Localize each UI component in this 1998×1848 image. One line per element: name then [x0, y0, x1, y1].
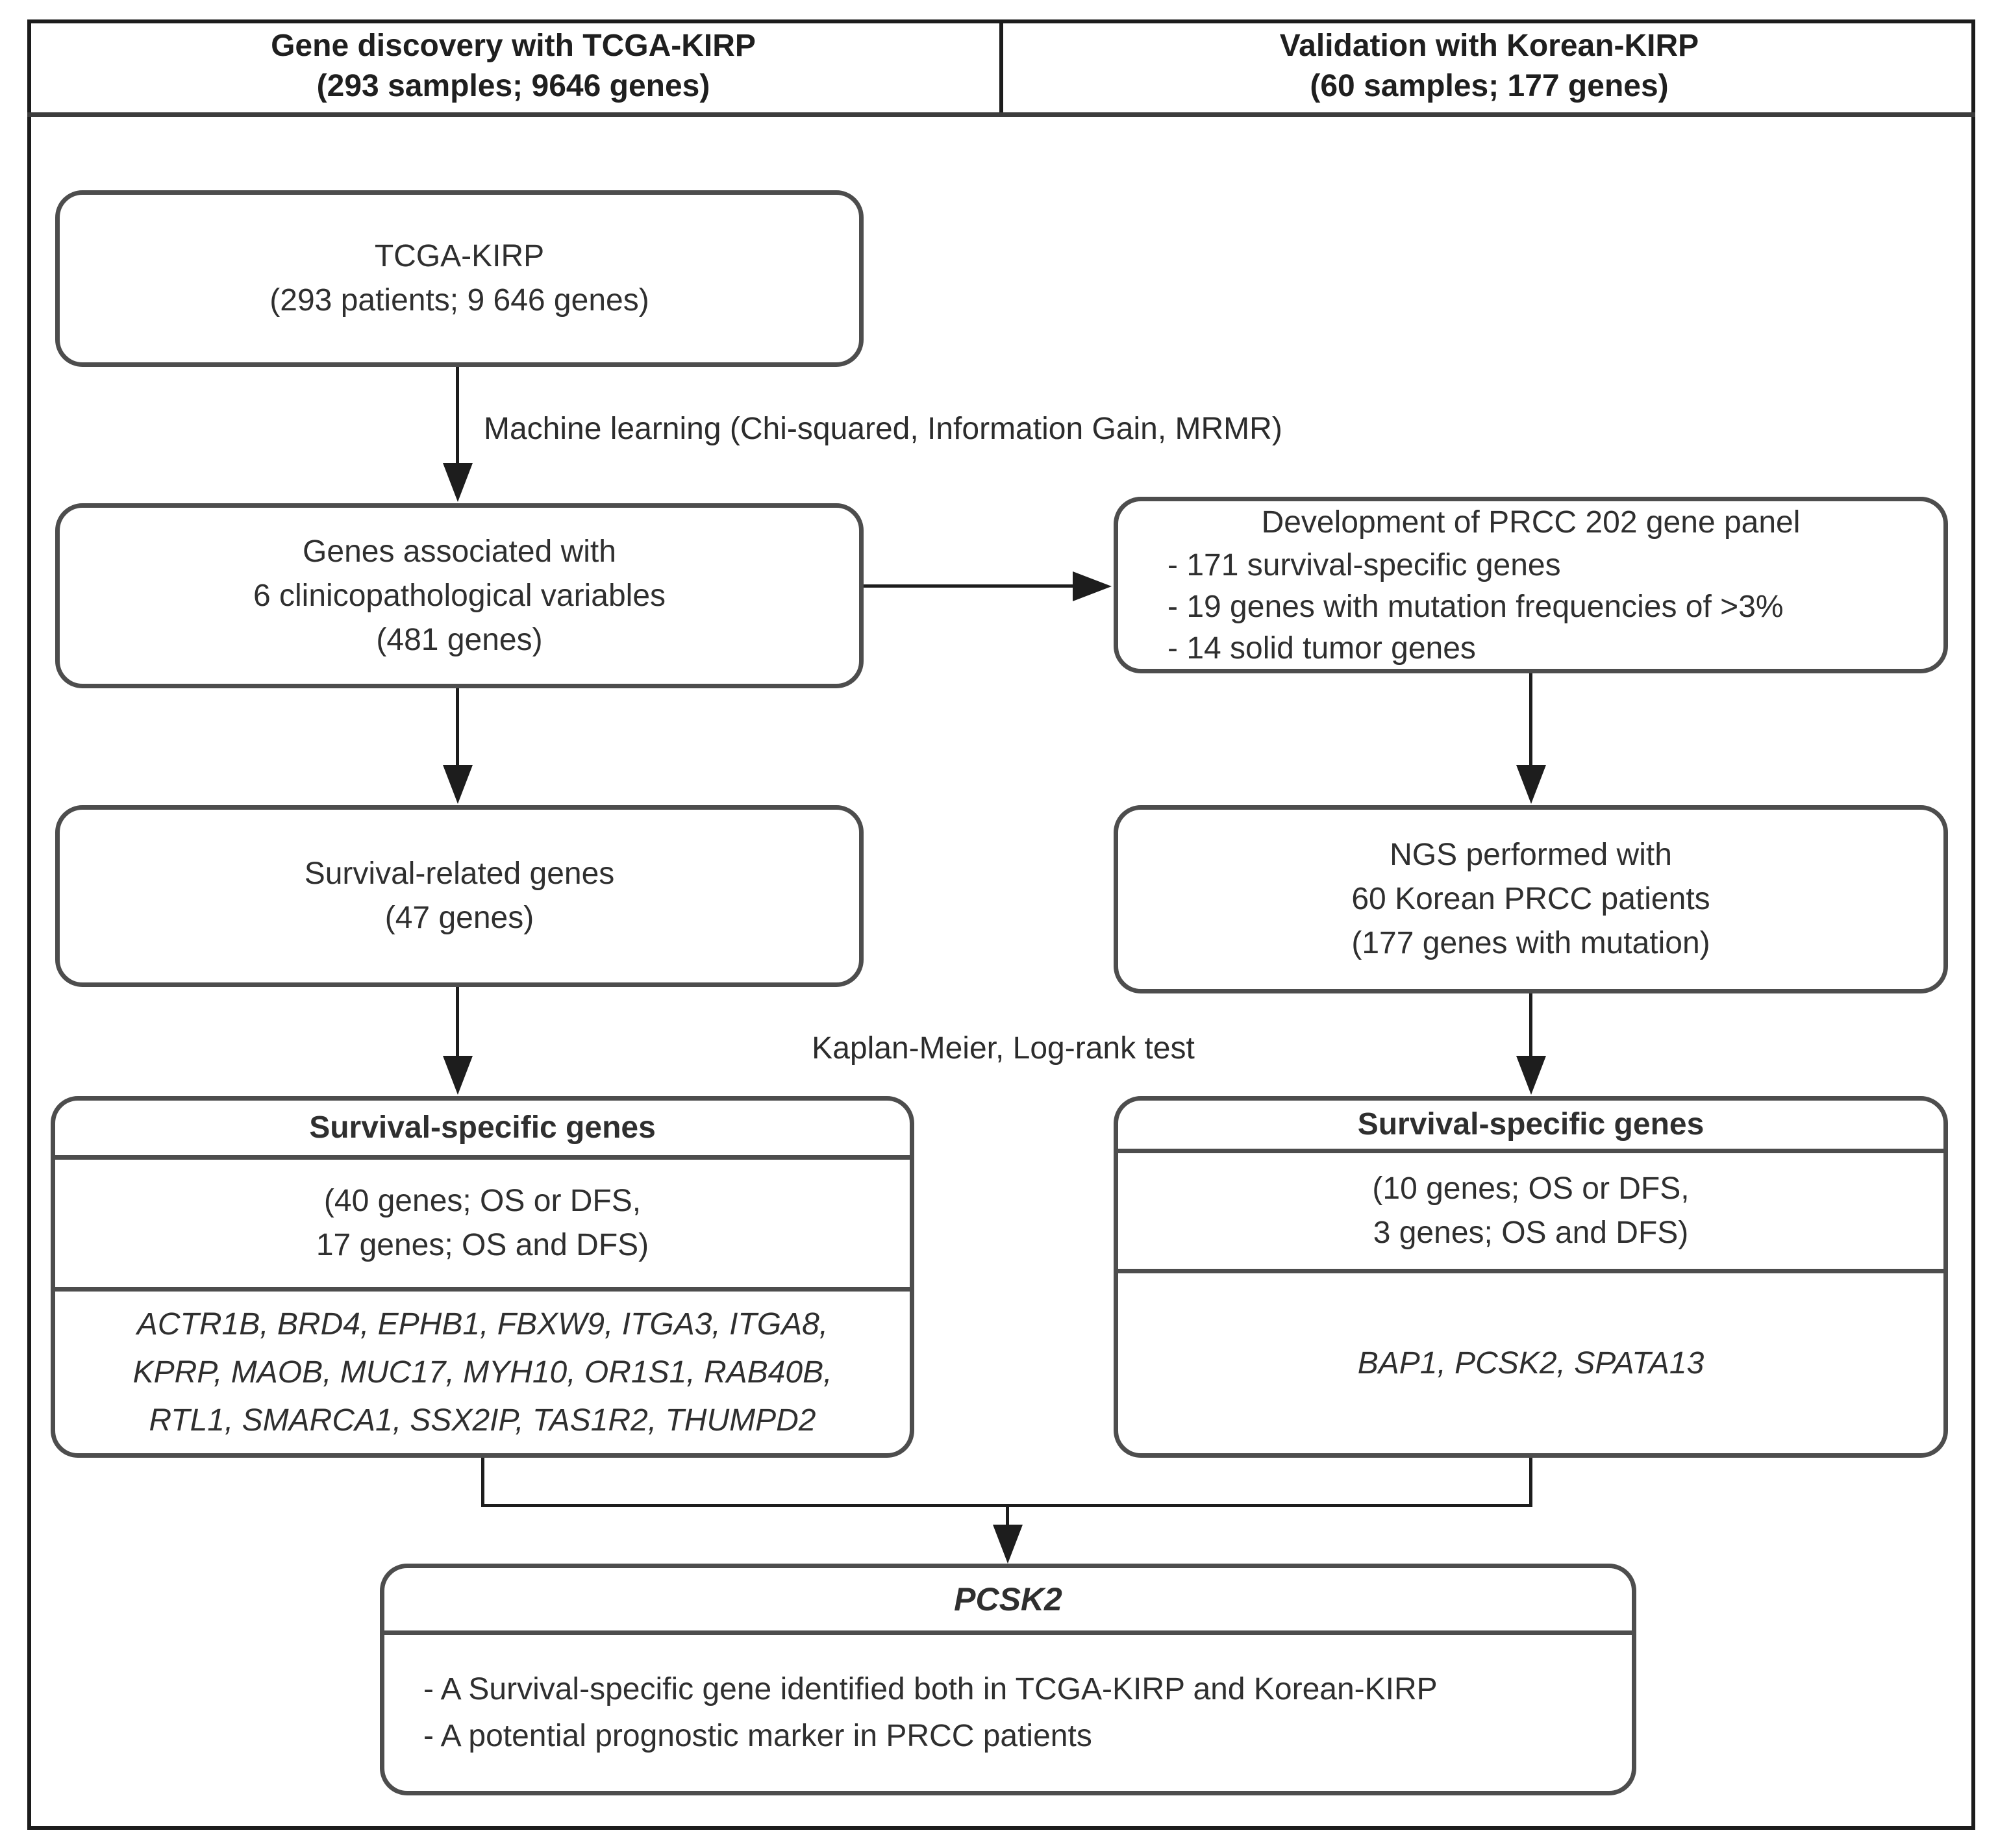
section-divider [55, 1155, 910, 1160]
section-divider [384, 1630, 1632, 1635]
pcsk2-bullet: - A Survival-specific gene identified bo… [423, 1672, 1438, 1706]
section-divider [1118, 1149, 1943, 1153]
arrow-tcga-to-assoc-head [443, 463, 473, 502]
arrow-ngs-to-survspec-head [1516, 1056, 1546, 1095]
tcga-survival-stat: (40 genes; OS or DFS, [323, 1184, 642, 1218]
arrow-merge-to-pcsk2-head [993, 1525, 1023, 1564]
header-cell-validation: Validation with Korean-KIRP (60 samples;… [1003, 19, 1975, 112]
tcga-survival-specific-box: Survival-specific genes (40 genes; OS or… [51, 1096, 914, 1458]
section-divider [1118, 1269, 1943, 1273]
arrow-survrel-to-survspec-line [456, 987, 459, 1057]
pcsk2-title: PCSK2 [954, 1581, 1062, 1617]
arrow-survrel-to-survspec-head [443, 1056, 473, 1095]
genes-associated-box: Genes associated with 6 clinicopathologi… [55, 503, 864, 688]
tcga-kirp-line: TCGA-KIRP [374, 239, 545, 273]
tcga-kirp-line: (293 patients; 9 646 genes) [269, 283, 649, 318]
machine-learning-edge-label: Machine learning (Chi-squared, Informati… [484, 412, 1282, 446]
arrow-assoc-to-panel-head [1073, 571, 1112, 601]
ngs-line: (177 genes with mutation) [1351, 926, 1710, 960]
arrow-assoc-to-survrel-head [443, 765, 473, 804]
ngs-line: 60 Korean PRCC patients [1351, 882, 1710, 916]
pcsk2-bullet: - A potential prognostic marker in PRCC … [423, 1719, 1092, 1753]
tcga-survival-stat: 17 genes; OS and DFS) [316, 1228, 649, 1262]
survival-related-line: (47 genes) [384, 901, 534, 935]
tcga-survival-genes-section: ACTR1B, BRD4, EPHB1, FBXW9, ITGA3, ITGA8… [55, 1292, 910, 1453]
korean-survival-genes-section: BAP1, PCSK2, SPATA13 [1118, 1273, 1943, 1453]
tcga-kirp-box: TCGA-KIRP (293 patients; 9 646 genes) [55, 190, 864, 367]
prcc-panel-bullet: - 171 survival-specific genes [1168, 548, 1561, 582]
tcga-gene-list-line: RTL1, SMARCA1, SSX2IP, TAS1R2, THUMPD2 [149, 1403, 816, 1438]
merge-connector-left [481, 1458, 484, 1507]
arrow-ngs-to-survspec-line [1529, 993, 1532, 1057]
header-validation-title: Validation with Korean-KIRP [1279, 28, 1699, 63]
prcc-panel-title: Development of PRCC 202 gene panel [1261, 505, 1801, 540]
header-cell-discovery: Gene discovery with TCGA-KIRP (293 sampl… [27, 19, 1003, 112]
genes-associated-line: (481 genes) [376, 622, 543, 657]
korean-gene-list-line: BAP1, PCSK2, SPATA13 [1357, 1345, 1705, 1380]
arrow-assoc-to-panel-line [864, 584, 1075, 588]
arrow-assoc-to-survrel-line [456, 688, 459, 766]
kaplan-meier-edge-label: Kaplan-Meier, Log-rank test [812, 1031, 1195, 1066]
genes-associated-line: 6 clinicopathological variables [253, 578, 666, 613]
tcga-gene-list-line: ACTR1B, BRD4, EPHB1, FBXW9, ITGA3, ITGA8… [136, 1306, 829, 1342]
ngs-box: NGS performed with 60 Korean PRCC patien… [1114, 805, 1948, 993]
header-validation-subtitle: (60 samples; 177 genes) [1310, 68, 1669, 103]
pcsk2-box: PCSK2 - A Survival-specific gene identif… [380, 1564, 1636, 1795]
header-row: Gene discovery with TCGA-KIRP (293 sampl… [27, 19, 1975, 117]
korean-survival-stat: (10 genes; OS or DFS, [1372, 1171, 1690, 1206]
tcga-survival-title-section: Survival-specific genes [55, 1101, 910, 1155]
header-discovery-subtitle: (293 samples; 9646 genes) [316, 68, 710, 103]
tcga-survival-stats-section: (40 genes; OS or DFS, 17 genes; OS and D… [55, 1160, 910, 1287]
korean-survival-stat: 3 genes; OS and DFS) [1373, 1216, 1689, 1250]
tcga-survival-title: Survival-specific genes [309, 1110, 656, 1145]
merge-connector-right [1529, 1458, 1532, 1507]
survival-related-line: Survival-related genes [304, 856, 615, 891]
arrow-panel-to-ngs-line [1529, 673, 1532, 766]
tcga-gene-list-line: KPRP, MAOB, MUC17, MYH10, OR1S1, RAB40B, [132, 1355, 832, 1390]
section-divider [55, 1287, 910, 1292]
arrow-merge-to-pcsk2-line [1006, 1504, 1009, 1527]
prcc-panel-bullet: - 19 genes with mutation frequencies of … [1168, 590, 1784, 624]
survival-related-box: Survival-related genes (47 genes) [55, 805, 864, 987]
prcc-panel-bullet: - 14 solid tumor genes [1168, 631, 1476, 666]
korean-survival-title: Survival-specific genes [1357, 1107, 1705, 1142]
genes-associated-line: Genes associated with [303, 534, 616, 569]
header-discovery-title: Gene discovery with TCGA-KIRP [271, 28, 756, 63]
korean-survival-title-section: Survival-specific genes [1118, 1101, 1943, 1149]
pcsk2-title-section: PCSK2 [384, 1568, 1632, 1630]
arrow-tcga-to-assoc-line [456, 367, 459, 464]
pcsk2-body-section: - A Survival-specific gene identified bo… [384, 1635, 1632, 1791]
korean-survival-stats-section: (10 genes; OS or DFS, 3 genes; OS and DF… [1118, 1153, 1943, 1269]
korean-survival-specific-box: Survival-specific genes (10 genes; OS or… [1114, 1096, 1948, 1458]
prcc-panel-box: Development of PRCC 202 gene panel - 171… [1114, 497, 1948, 673]
ngs-line: NGS performed with [1390, 838, 1672, 872]
arrow-panel-to-ngs-head [1516, 765, 1546, 804]
